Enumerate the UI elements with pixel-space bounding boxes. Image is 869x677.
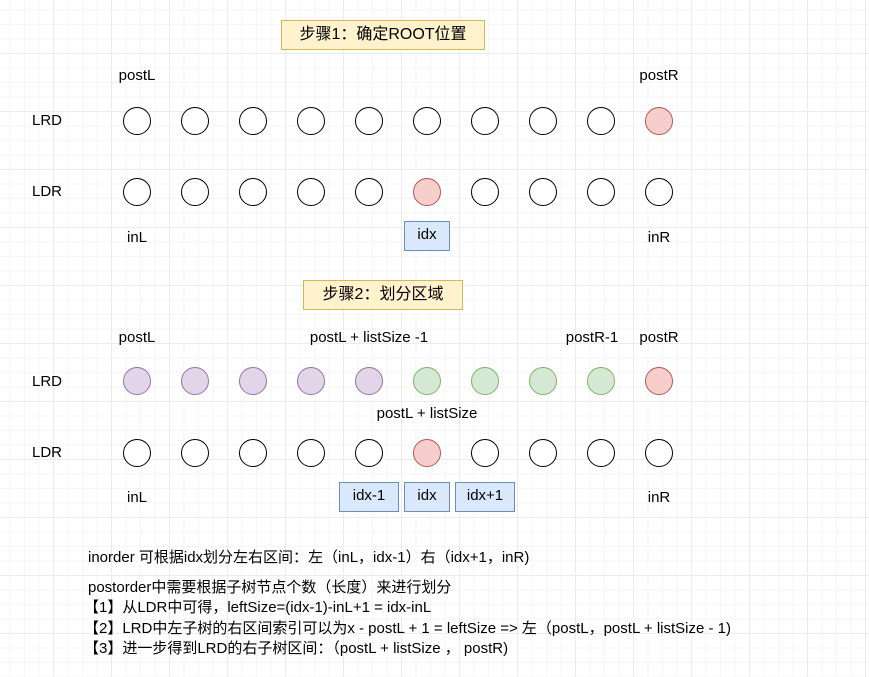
tree-node-r4-5	[413, 439, 441, 467]
postR-1-label: postR-1	[565, 329, 619, 346]
inR-label-2: inR	[647, 489, 671, 506]
right-start-label: postL + listSize	[376, 405, 478, 422]
tree-node-r2-9	[645, 178, 673, 206]
row-label-lrd: LRD	[32, 112, 63, 129]
tree-node-r1-7	[529, 107, 557, 135]
tree-node-r3-1	[181, 367, 209, 395]
tree-node-r4-9	[645, 439, 673, 467]
tree-node-r2-6	[471, 178, 499, 206]
postL-label-2: postL	[118, 329, 156, 346]
tree-node-r4-6	[471, 439, 499, 467]
tree-node-r4-8	[587, 439, 615, 467]
tree-node-r3-5	[413, 367, 441, 395]
tree-node-r2-3	[297, 178, 325, 206]
tree-node-r3-3	[297, 367, 325, 395]
tree-node-r3-8	[587, 367, 615, 395]
tree-node-r1-9	[645, 107, 673, 135]
tree-node-r3-7	[529, 367, 557, 395]
tree-node-r2-4	[355, 178, 383, 206]
left-end-label: postL + listSize -1	[309, 329, 429, 346]
tree-node-r1-2	[239, 107, 267, 135]
tree-node-r3-0	[123, 367, 151, 395]
idx-box: idx	[404, 221, 450, 251]
tree-node-r1-8	[587, 107, 615, 135]
note-2: 【2】LRD中左子树的右区间索引可以为x - postL + 1 = leftS…	[84, 620, 732, 637]
tree-node-r2-5	[413, 178, 441, 206]
tree-node-r2-0	[123, 178, 151, 206]
note-inorder: inorder 可根据idx划分左右区间：左（inL，idx-1）右（idx+1…	[88, 549, 530, 566]
note-postorder: postorder中需要根据子树节点个数（长度）来进行划分	[88, 579, 452, 596]
inR-label: inR	[647, 229, 671, 246]
inL-label-2: inL	[126, 489, 148, 506]
row-label-ldr-2: LDR	[32, 444, 63, 461]
tree-node-r4-2	[239, 439, 267, 467]
note-3: 【3】进一步得到LRD的右子树区间：（postL + listSize ， po…	[84, 640, 509, 657]
tree-node-r3-4	[355, 367, 383, 395]
step1-title: 步骤1：确定ROOT位置	[281, 20, 485, 50]
step2-title: 步骤2：划分区域	[303, 280, 463, 310]
tree-node-r3-6	[471, 367, 499, 395]
idx-plus-1-box: idx+1	[455, 482, 515, 512]
tree-node-r1-6	[471, 107, 499, 135]
tree-node-r4-3	[297, 439, 325, 467]
inL-label: inL	[126, 229, 148, 246]
row-label-lrd-2: LRD	[32, 373, 63, 390]
tree-node-r3-2	[239, 367, 267, 395]
tree-node-r1-1	[181, 107, 209, 135]
tree-node-r2-7	[529, 178, 557, 206]
tree-node-r3-9	[645, 367, 673, 395]
tree-node-r4-4	[355, 439, 383, 467]
idx-minus-1-box: idx-1	[339, 482, 399, 512]
tree-node-r4-1	[181, 439, 209, 467]
tree-node-r2-2	[239, 178, 267, 206]
tree-node-r1-0	[123, 107, 151, 135]
row-label-ldr: LDR	[32, 183, 63, 200]
tree-node-r4-0	[123, 439, 151, 467]
postR-label: postR	[639, 67, 679, 84]
postL-label: postL	[118, 67, 156, 84]
tree-node-r2-8	[587, 178, 615, 206]
tree-node-r1-5	[413, 107, 441, 135]
idx-box-2: idx	[404, 482, 450, 512]
tree-node-r1-3	[297, 107, 325, 135]
note-1: 【1】从LDR中可得，leftSize=(idx-1)-inL+1 = idx-…	[84, 599, 432, 616]
postR-label-2: postR	[639, 329, 679, 346]
tree-node-r1-4	[355, 107, 383, 135]
tree-node-r4-7	[529, 439, 557, 467]
tree-node-r2-1	[181, 178, 209, 206]
